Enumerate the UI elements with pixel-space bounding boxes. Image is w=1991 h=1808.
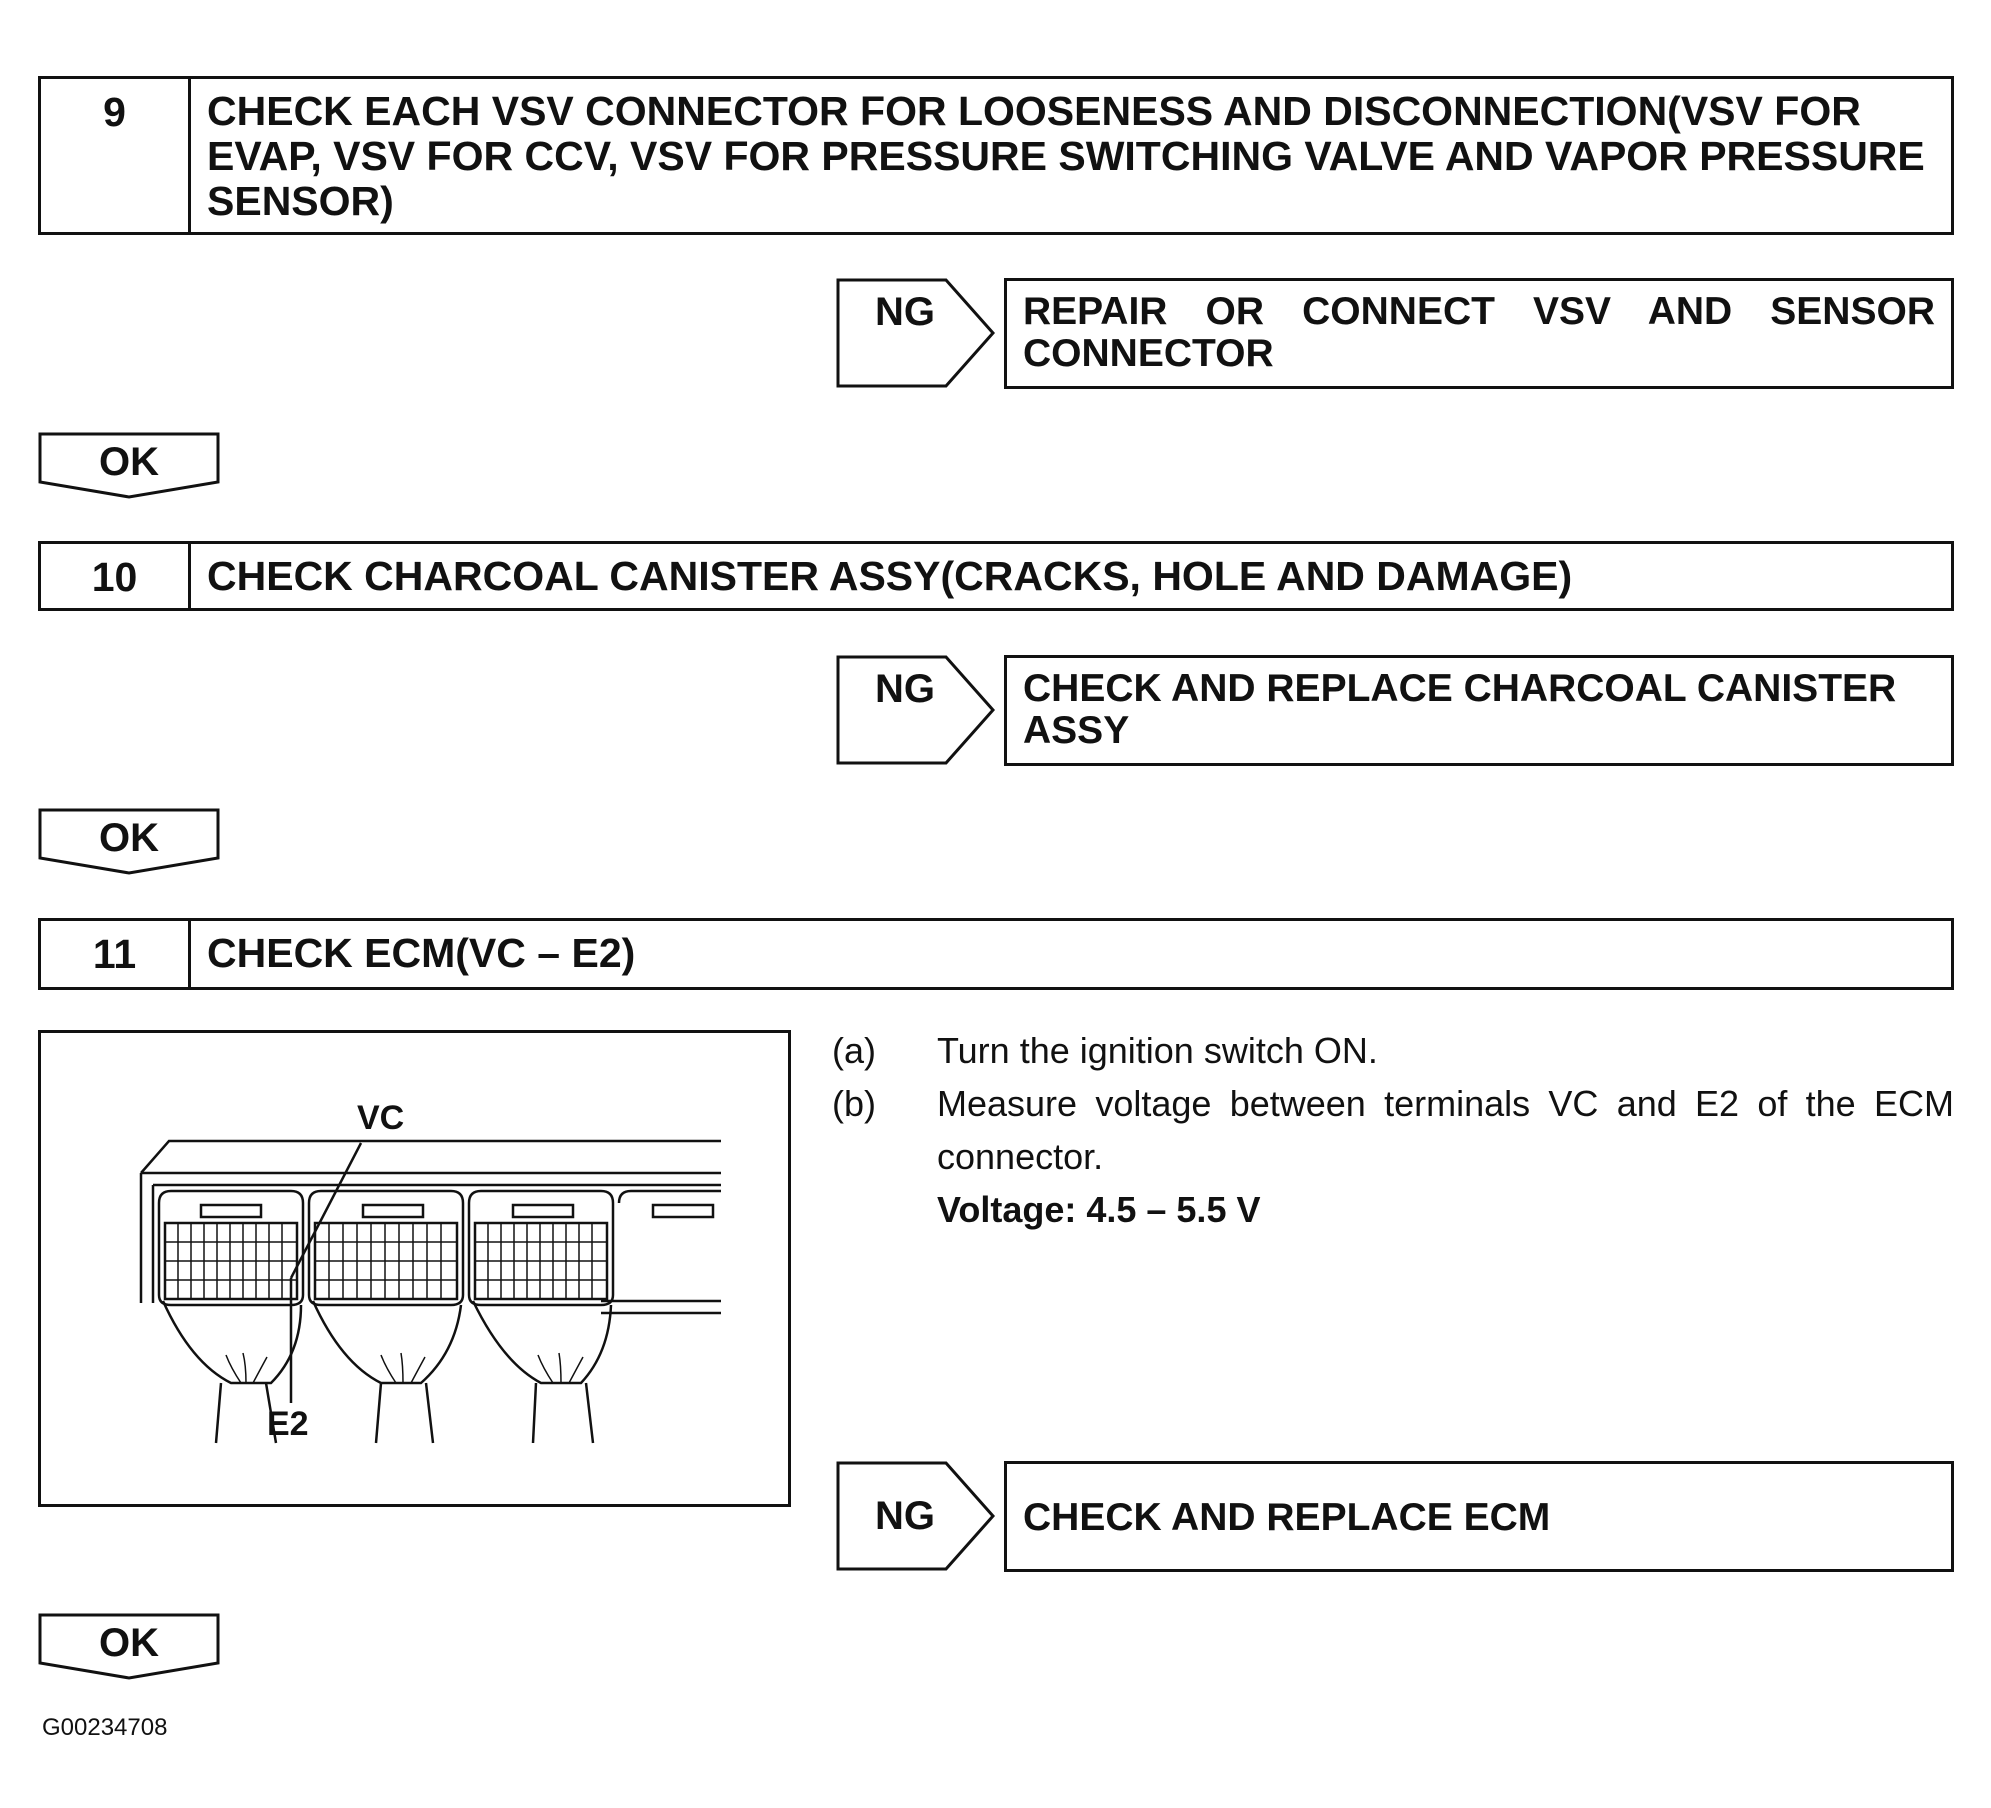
instruction-text: Measure voltage between terminals VC and…	[937, 1083, 1954, 1177]
ecm-connector-figure: VC E2	[38, 1030, 791, 1507]
vc-terminal-label: VC	[357, 1099, 405, 1137]
voltage-spec: Voltage: 4.5 – 5.5 V	[937, 1189, 1261, 1230]
figure-code: G00234708	[42, 1714, 168, 1741]
step-11-header: 11 CHECK ECM(VC – E2)	[38, 918, 1954, 990]
instruction-letter: (b)	[832, 1083, 876, 1124]
ok-label: OK	[99, 1621, 159, 1665]
step-title: CHECK EACH VSV CONNECTOR FOR LOOSENESS A…	[207, 88, 1925, 224]
ok-arrow-icon	[38, 432, 220, 499]
ng-label: NG	[875, 1494, 935, 1538]
step-number: 10	[41, 544, 191, 608]
spec-row: Voltage: 4.5 – 5.5 V	[832, 1183, 1954, 1236]
instruction-item: (a) Turn the ignition switch ON.	[832, 1024, 1954, 1077]
ok-label: OK	[99, 440, 159, 484]
ok-arrow-icon	[38, 808, 220, 875]
step-number: 9	[41, 79, 191, 232]
ng-label: NG	[875, 290, 935, 334]
ng-arrow-icon	[836, 655, 996, 765]
ng-action-box: REPAIR OR CONNECT VSV AND SENSOR CONNECT…	[1004, 278, 1954, 389]
step-title: CHECK CHARCOAL CANISTER ASSY(CRACKS, HOL…	[207, 553, 1573, 599]
ok-arrow-icon	[38, 1613, 220, 1680]
ok-label: OK	[99, 816, 159, 860]
step-10-header: 10 CHECK CHARCOAL CANISTER ASSY(CRACKS, …	[38, 541, 1954, 611]
instruction-item: (b) Measure voltage between terminals VC…	[832, 1077, 1954, 1183]
ng-action-box: CHECK AND REPLACE ECM	[1004, 1461, 1954, 1572]
ng-arrow-icon	[836, 1461, 996, 1571]
instruction-letter: (a)	[832, 1030, 876, 1071]
instruction-list: (a) Turn the ignition switch ON. (b) Mea…	[832, 1024, 1954, 1236]
instruction-text: Turn the ignition switch ON.	[937, 1030, 1378, 1071]
step-title: CHECK ECM(VC – E2)	[207, 930, 636, 976]
step-9-header: 9 CHECK EACH VSV CONNECTOR FOR LOOSENESS…	[38, 76, 1954, 235]
step-number: 11	[41, 921, 191, 987]
ng-label: NG	[875, 667, 935, 711]
ng-arrow-icon	[836, 278, 996, 388]
e2-terminal-label: E2	[267, 1405, 309, 1443]
ng-action-box: CHECK AND REPLACE CHARCOAL CANISTER ASSY	[1004, 655, 1954, 766]
ecm-connector-illustration	[139, 1139, 721, 1444]
